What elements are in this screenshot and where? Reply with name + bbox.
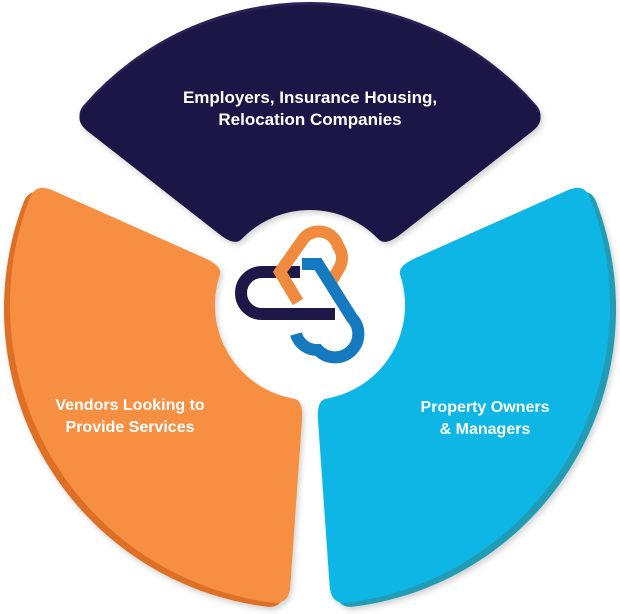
logo-link-navy [235,266,335,320]
segment-label-line: Employers, Insurance Housing, [182,88,438,107]
segment-label-line: Property Owners [420,399,550,416]
segment-label-line: Provide Services [65,419,195,436]
segment-label-vendors: Vendors Looking to Provide Services [40,395,220,439]
ring-segment-face [79,5,541,242]
logo-link-orange [272,225,348,306]
segment-label-line: Vendors Looking to [55,397,205,414]
segment-label-line: & Managers [439,421,531,438]
segment-label-line: Relocation Companies [218,110,402,129]
segment-label-property-owners: Property Owners & Managers [400,397,570,441]
segment-label-employers: Employers, Insurance Housing, Relocation… [160,87,460,131]
ring-segment-right [317,187,617,607]
ring-segment-top [79,2,541,242]
ring-segment-face [9,187,303,603]
interlinked-chain-logo-icon [235,225,365,364]
logo-link-blue [290,258,365,364]
ring-segment-left [3,187,303,607]
ring-segment-face [317,187,611,603]
